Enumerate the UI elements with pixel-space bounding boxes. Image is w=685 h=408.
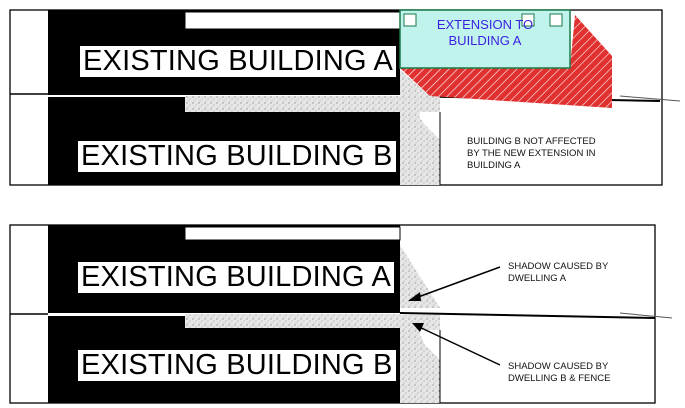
callout-a-text: SHADOW CAUSED BY DWELLING A bbox=[508, 261, 608, 285]
callout-a-line1: SHADOW CAUSED BY bbox=[508, 261, 609, 272]
extension-label: EXTENSION TO BUILDING A bbox=[420, 17, 550, 49]
top-note-line1: BUILDING B NOT AFFECTED bbox=[467, 136, 596, 147]
bottom-shadow-strip bbox=[185, 314, 400, 328]
top-note-line3: BUILDING A bbox=[467, 160, 521, 171]
bottom-building-a-label: EXISTING BUILDING A bbox=[78, 262, 394, 293]
callout-arrows bbox=[409, 266, 501, 366]
extension-shadow bbox=[400, 15, 612, 108]
bottom-fence-ext bbox=[619, 312, 673, 319]
callout-b-text: SHADOW CAUSED BY DWELLING B & FENCE bbox=[508, 361, 610, 385]
bottom-fence-line bbox=[399, 312, 656, 319]
top-fence-ext bbox=[619, 95, 681, 102]
callout-b-arrowhead bbox=[412, 323, 424, 332]
top-shadow-a bbox=[400, 70, 430, 96]
top-building-a-label: EXISTING BUILDING A bbox=[80, 46, 396, 77]
extension-box bbox=[399, 9, 571, 69]
callout-a-line2: DWELLING A bbox=[508, 273, 567, 284]
top-note-line2: BY THE NEW EXTENSION IN bbox=[467, 148, 596, 159]
top-shadow-b bbox=[400, 96, 440, 185]
extension-label-line2: BUILDING A bbox=[448, 33, 522, 48]
callout-b-line2: DWELLING B & FENCE bbox=[508, 373, 611, 384]
callout-a-arrow-line bbox=[409, 266, 501, 301]
extension-label-line1: EXTENSION TO bbox=[436, 17, 534, 32]
callout-b-line1: SHADOW CAUSED BY bbox=[508, 361, 609, 372]
extension-windows bbox=[403, 13, 563, 27]
bottom-shadow-b bbox=[400, 315, 440, 403]
callout-b-arrow-line bbox=[414, 324, 501, 366]
bottom-building-b-label: EXISTING BUILDING B bbox=[78, 350, 396, 381]
callout-a-arrowhead bbox=[408, 292, 421, 301]
top-note: BUILDING B NOT AFFECTED BY THE NEW EXTEN… bbox=[467, 136, 596, 172]
top-shadow-strip bbox=[185, 96, 400, 112]
bottom-building-a-notch bbox=[184, 226, 401, 241]
top-building-a-notch bbox=[184, 11, 401, 30]
top-building-b-label: EXISTING BUILDING B bbox=[78, 141, 396, 172]
